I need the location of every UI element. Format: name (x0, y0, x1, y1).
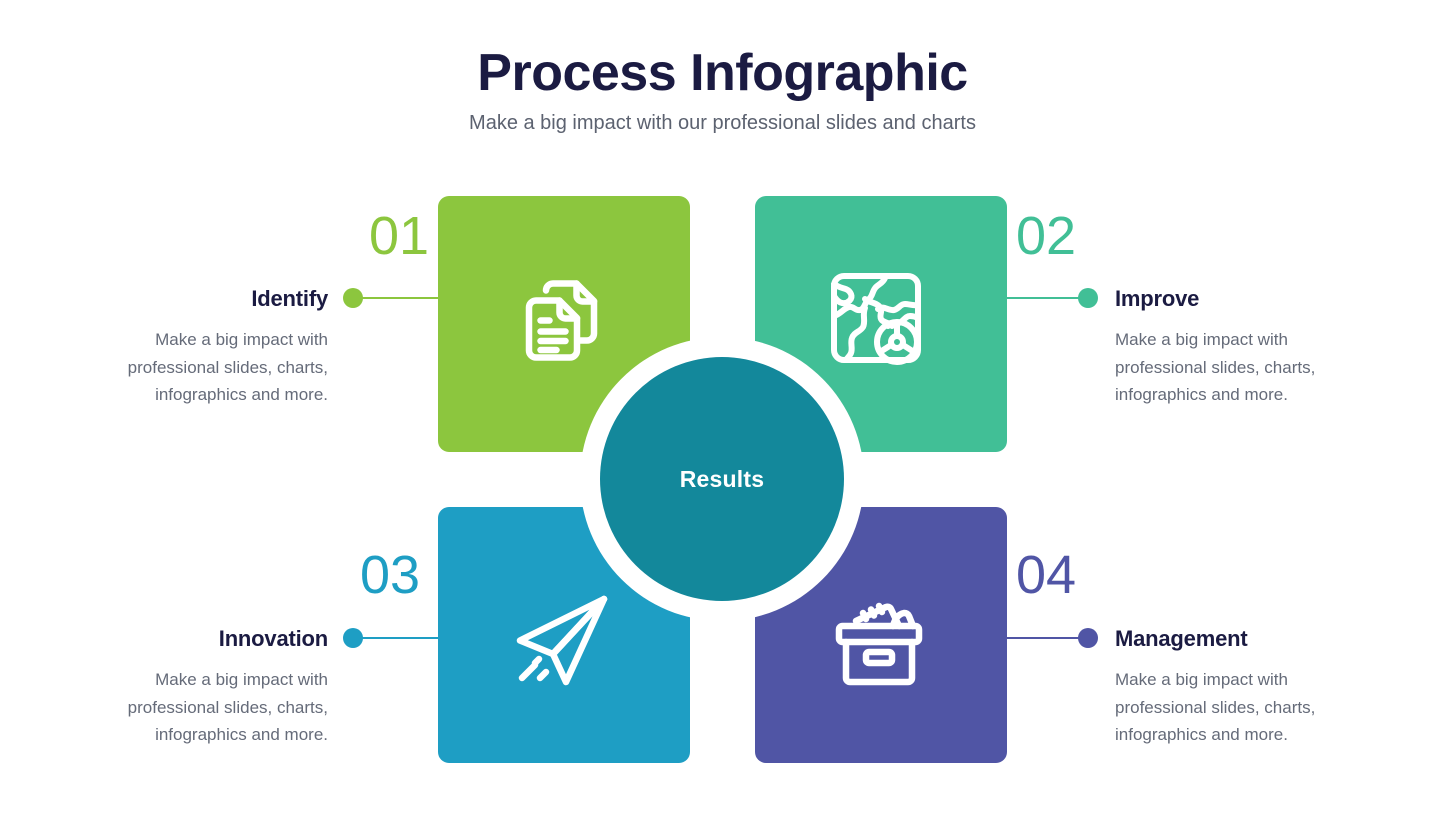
map-compass-icon (750, 190, 1002, 446)
documents-icon (441, 192, 693, 448)
center-hub-label: Results (679, 465, 765, 492)
connector-dot-innovation (343, 628, 363, 648)
step-number-01: 01 (369, 206, 430, 266)
page-title: Process Infographic (477, 44, 968, 102)
connector-line-improve (1004, 297, 1086, 299)
step-number-04: 04 (1016, 545, 1077, 605)
step-title-identify: Identify (251, 286, 328, 311)
step-text-identify: Identify Make a big impact with professi… (78, 286, 329, 409)
step-description-identify: Make a big impact with professional slid… (127, 330, 328, 405)
connector-dot-improve (1078, 288, 1098, 308)
connector-dot-identify (343, 288, 363, 308)
paper-plane-icon (436, 513, 688, 769)
step-number-02: 02 (1016, 206, 1077, 266)
slide-header: Process Infographic Make a big impact wi… (0, 44, 1445, 136)
connector-line-innovation (359, 637, 441, 639)
connector-dot-management (1078, 628, 1098, 648)
step-description-management: Make a big impact with professional slid… (1115, 670, 1316, 745)
step-title-innovation: Innovation (218, 626, 328, 651)
step-title-improve: Improve (1115, 286, 1200, 311)
center-hub[interactable]: Results (600, 357, 844, 601)
step-text-improve: Improve Make a big impact with professio… (1115, 286, 1365, 409)
step-text-innovation: Innovation Make a big impact with profes… (78, 626, 329, 749)
step-text-management: Management Make a big impact with profes… (1115, 626, 1365, 749)
archive-box-icon (753, 514, 1005, 770)
step-description-improve: Make a big impact with professional slid… (1115, 330, 1316, 405)
step-title-management: Management (1115, 626, 1248, 651)
page-subtitle: Make a big impact with our professional … (469, 112, 976, 135)
step-panel-identify[interactable] (438, 196, 690, 452)
step-number-03: 03 (360, 545, 421, 605)
step-description-innovation: Make a big impact with professional slid… (127, 670, 328, 745)
connector-line-management (1004, 637, 1086, 639)
connector-line-identify (359, 297, 441, 299)
